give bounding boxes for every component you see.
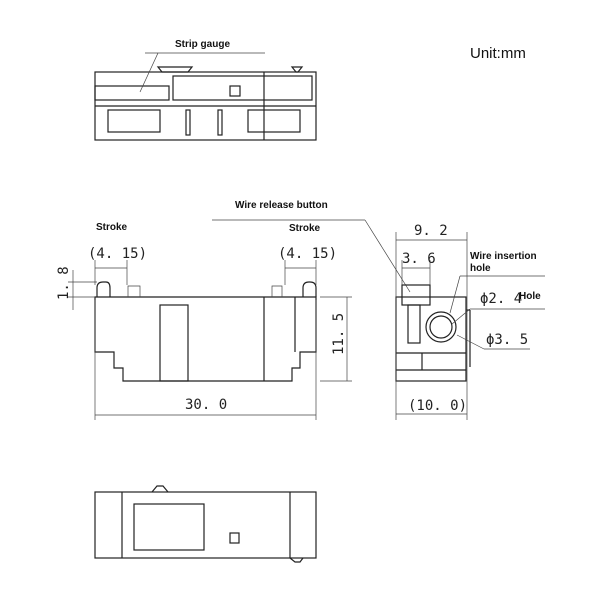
width-top-dimension: 9. 2 [414, 223, 448, 239]
stroke-right-label: Stroke [289, 223, 321, 234]
bottom-view [94, 485, 317, 563]
hole-diameter-dimension: ϕ2. 4 [480, 291, 522, 307]
length-dimension: 30. 0 [185, 397, 227, 413]
unit-label: Unit:mm [470, 45, 526, 62]
button-width-dimension: 3. 6 [402, 251, 436, 267]
height-dimension: 11. 5 [331, 313, 347, 355]
hole-label: Hole [519, 291, 541, 302]
top-view: Strip gauge [94, 39, 317, 141]
stroke-right-dimension: (4. 15) [278, 246, 337, 262]
width-bottom-dimension: (10. 0) [408, 398, 467, 414]
side-view: 9. 2 3. 6 (10. 0) Wire insertion hole ϕ2… [395, 223, 545, 420]
stroke-left-dimension: (4. 15) [88, 246, 147, 262]
stroke-left-label: Stroke [96, 222, 128, 233]
button-height-dimension: 1. 8 [56, 266, 72, 300]
strip-gauge-label: Strip gauge [175, 39, 230, 50]
wire-release-button-label: Wire release button [235, 200, 328, 211]
wire-insertion-label-1: Wire insertion [470, 251, 537, 262]
wire-insertion-label-2: hole [470, 263, 491, 274]
front-view: 30. 0 11. 5 (4. 15) Stroke (4. 15) Strok… [56, 200, 411, 420]
outer-diameter-dimension: ϕ3. 5 [486, 332, 528, 348]
